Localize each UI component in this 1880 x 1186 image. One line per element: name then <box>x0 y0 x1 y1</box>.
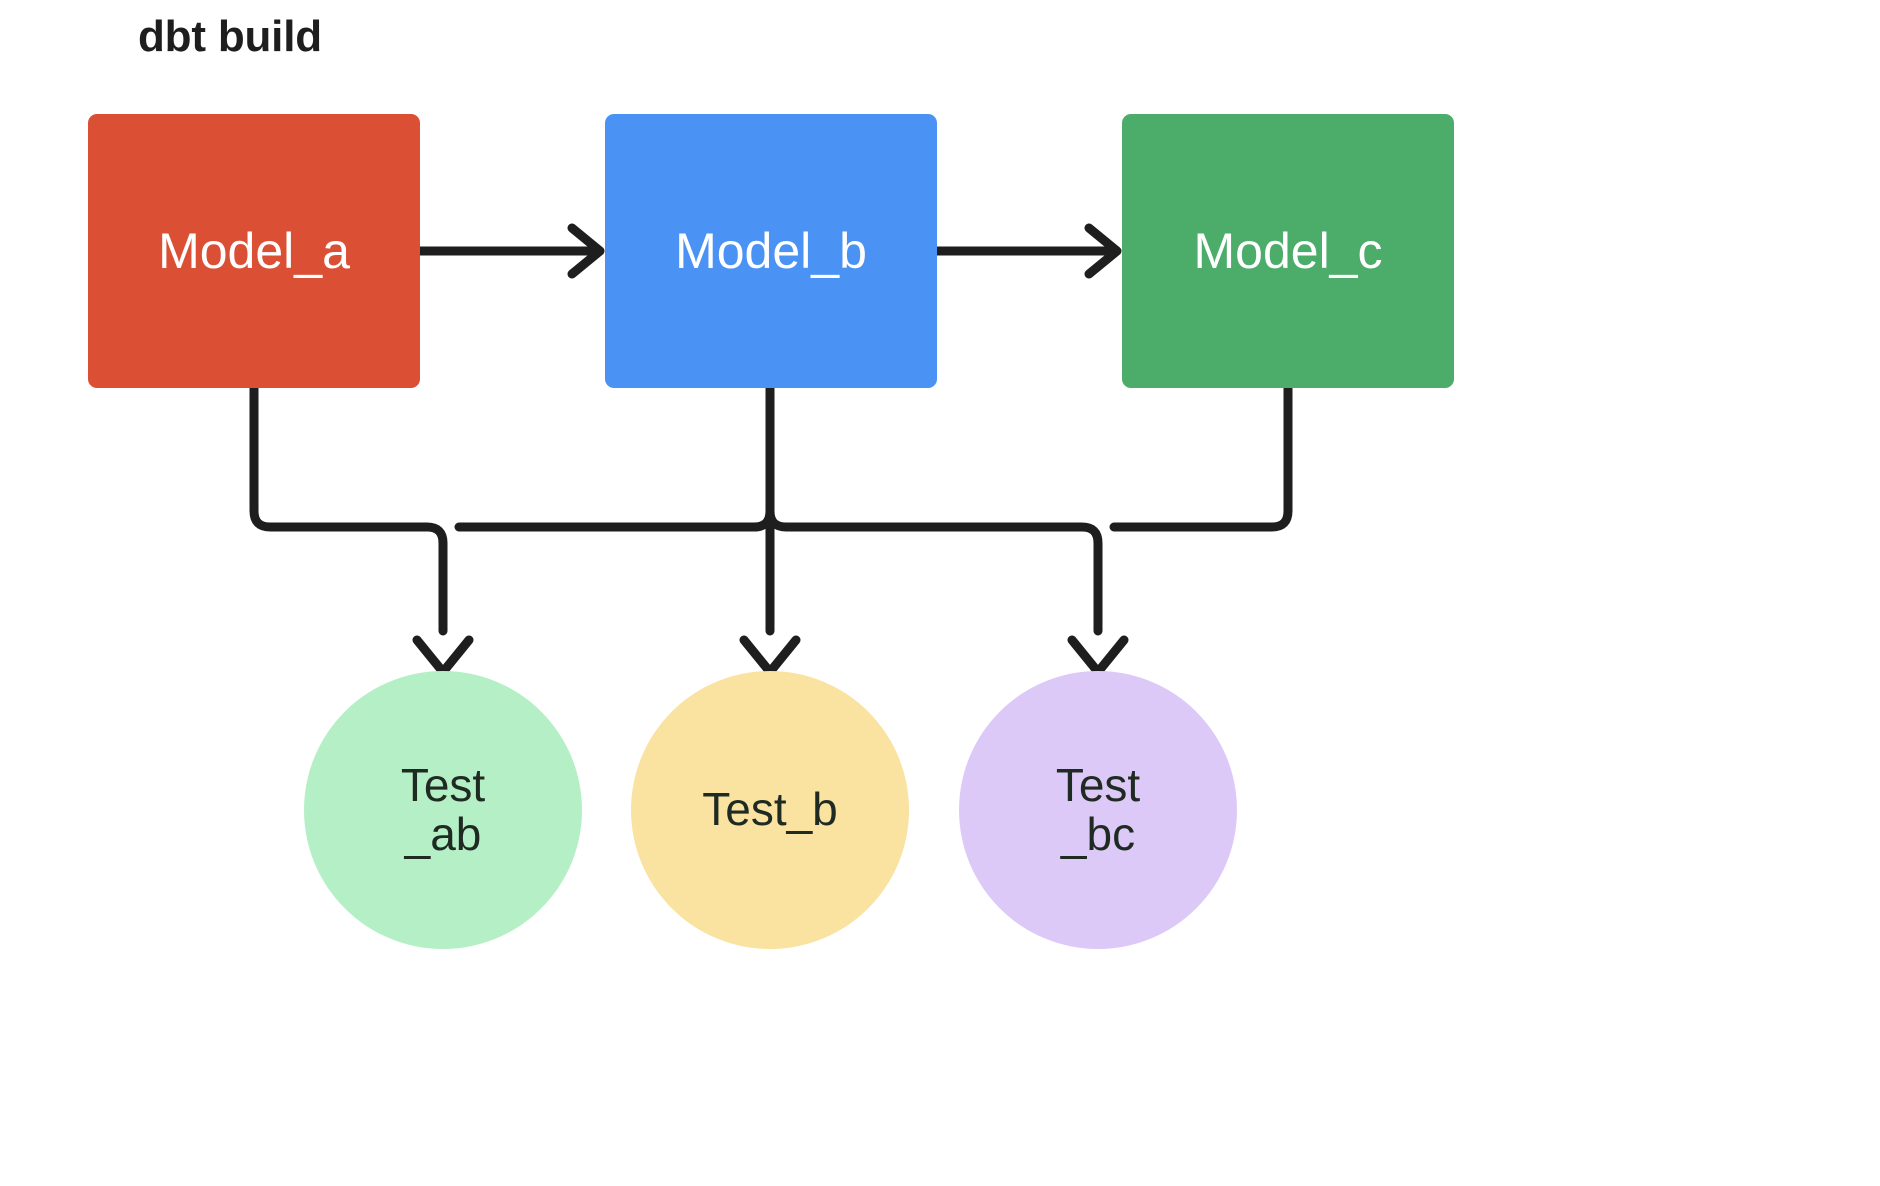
edge-model-b-to-test-bc <box>765 506 1103 636</box>
edge-model-c-to-test-bc <box>1109 383 1293 532</box>
arrowhead-test-ab <box>412 635 474 677</box>
arrowhead-model-b <box>567 223 605 279</box>
node-test-bc-label: Test _bc <box>1055 758 1141 860</box>
node-test-b[interactable]: Test_b <box>631 671 909 949</box>
arrowhead-test-bc <box>1067 635 1129 677</box>
node-model-b[interactable]: Model_b <box>605 114 937 388</box>
node-model-a[interactable]: Model_a <box>88 114 420 388</box>
node-test-bc[interactable]: Test _bc <box>959 671 1237 949</box>
edge-model-b-to-test-ab <box>454 506 775 532</box>
node-model-a-label: Model_a <box>158 222 350 279</box>
diagram-title: dbt build <box>138 12 322 61</box>
node-test-b-label: Test_b <box>702 783 838 836</box>
node-model-c[interactable]: Model_c <box>1122 114 1454 388</box>
node-model-b-label: Model_b <box>675 222 867 279</box>
arrowhead-model-c <box>1084 223 1122 279</box>
edge-model-a-to-test-ab <box>249 383 448 636</box>
node-test-ab[interactable]: Test _ab <box>304 671 582 949</box>
arrowhead-test-b <box>739 635 801 677</box>
node-model-c-label: Model_c <box>1193 222 1383 279</box>
node-test-ab-label: Test _ab <box>400 758 486 860</box>
